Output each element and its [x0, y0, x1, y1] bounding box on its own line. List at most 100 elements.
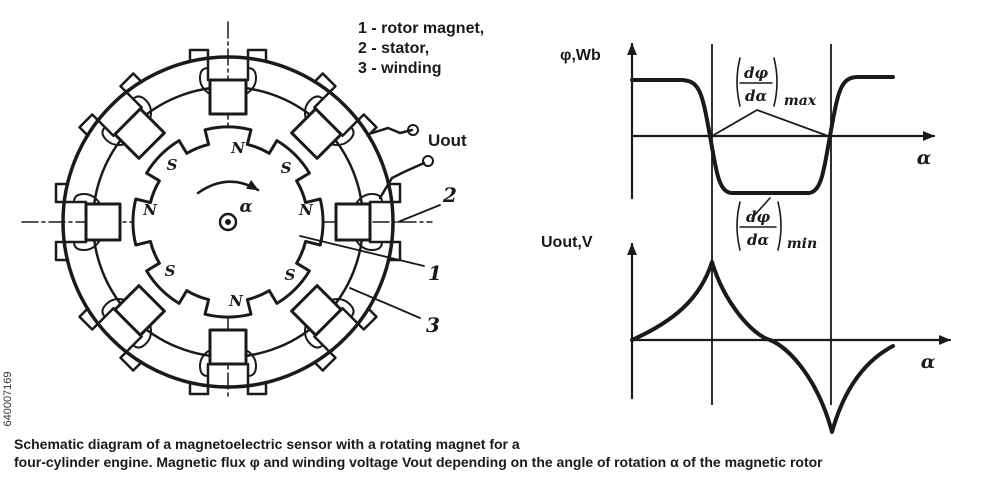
stator-pole-right — [334, 182, 402, 262]
winding-wire-right — [132, 95, 153, 120]
winding-wire-left — [245, 349, 257, 377]
winding-coil — [208, 328, 248, 366]
pole-core-left — [54, 240, 88, 262]
flux-max-denominator: dα — [745, 87, 767, 105]
flux-min-bracket-left — [736, 201, 741, 251]
winding-wire-left — [132, 324, 153, 349]
winding-wire-right — [101, 297, 126, 318]
winding-coil — [290, 107, 343, 160]
pole-core-left — [341, 307, 378, 331]
flux-curve — [630, 75, 895, 195]
rotation-arrow — [196, 180, 260, 195]
callout-number-2: 2 — [442, 183, 457, 207]
flux-max-bracket-right — [773, 57, 778, 107]
callout-line-2 — [397, 204, 441, 223]
winding-wire-right — [245, 67, 257, 95]
flux-min-pointer — [751, 197, 771, 219]
voltage-curve — [630, 260, 895, 434]
guide-lines — [711, 44, 832, 405]
output-lead-lower — [378, 161, 426, 200]
winding-wire-left — [73, 239, 101, 251]
pole-core-left — [188, 48, 210, 82]
winding-wire-left — [101, 126, 126, 147]
legend-item-rotor-magnet: 1 - rotor magnet, — [358, 20, 485, 37]
pole-label-left: N — [142, 201, 158, 219]
winding-wire-right — [355, 239, 383, 251]
winding-wire-right — [73, 193, 101, 205]
output-terminal-lower — [422, 155, 434, 167]
winding-wire-right — [330, 126, 355, 147]
pole-core-left — [368, 182, 402, 204]
pole-core-left — [246, 362, 268, 396]
flux-min-bracket-right — [777, 201, 782, 251]
pole-core-right — [341, 113, 378, 137]
stator-pole-bottom-left — [78, 284, 166, 372]
pole-label-top-left: S — [167, 156, 178, 174]
pole-core-right — [188, 362, 210, 396]
winding-coil — [290, 284, 343, 337]
winding-coil — [113, 107, 166, 160]
winding-coil — [208, 78, 248, 116]
flux-y-axis-label: φ,Wb — [560, 47, 601, 64]
winding-wire-left — [199, 67, 211, 95]
callout-number-1: 1 — [428, 261, 442, 285]
caption-line-2: four-cylinder engine. Magnetic flux φ an… — [14, 454, 823, 470]
voltage-graph — [627, 242, 952, 434]
pole-label-top-right: S — [281, 159, 292, 177]
stator-pole-left — [54, 182, 122, 262]
flux-min-subscript: min — [787, 236, 817, 252]
callout-line-3 — [349, 287, 421, 319]
stator-poles — [54, 48, 402, 396]
output-terminal-upper — [407, 124, 419, 136]
rotor-shaft — [218, 212, 238, 232]
sensor-schematic — [21, 21, 441, 399]
winding-wire-left — [303, 95, 324, 120]
output-voltage-label: Uout — [428, 131, 467, 150]
pole-core-right — [54, 182, 88, 204]
flux-min-numerator: dφ — [746, 208, 770, 226]
flux-max-numerator: dφ — [744, 64, 768, 82]
pole-core-left — [78, 113, 115, 137]
pole-core-left — [313, 72, 337, 109]
flux-x-axis-label: α — [917, 147, 932, 169]
voltage-y-axis-label: Uout,V — [541, 234, 593, 251]
flux-max-slope-pointers — [711, 109, 829, 137]
flux-min-denominator: dα — [747, 231, 769, 249]
caption-line-1: Schematic diagram of a magnetoelectric s… — [14, 436, 520, 452]
winding-coil — [334, 202, 372, 242]
winding-coil — [84, 202, 122, 242]
image-id: 640007169 — [2, 371, 14, 427]
pole-core-right — [78, 307, 115, 331]
pole-labels: N S N S N S N S α — [142, 139, 314, 310]
rotor-shaft-center — [225, 219, 231, 225]
pole-core-right — [313, 335, 337, 372]
callout-line-1 — [299, 235, 425, 267]
voltage-x-axis-label: α — [921, 351, 936, 373]
stator-pole-top — [188, 48, 268, 116]
flux-graph — [627, 42, 936, 251]
stator-pole-top-left — [78, 72, 166, 160]
output-lead-upper — [370, 126, 414, 135]
flux-max-subscript: max — [784, 93, 817, 109]
flux-max-bracket-left — [736, 57, 741, 107]
pole-label-right: N — [298, 201, 314, 219]
pole-label-bottom: N — [228, 292, 244, 310]
stator-pole-bottom — [188, 328, 268, 396]
pole-core-right — [246, 48, 268, 82]
stator-pole-bottom-right — [290, 284, 378, 372]
winding-wire-right — [303, 324, 324, 349]
legend-item-winding: 3 - winding — [358, 60, 442, 77]
pole-core-right — [119, 72, 143, 109]
pole-core-right — [368, 240, 402, 262]
callout-number-3: 3 — [426, 313, 440, 337]
pole-label-bottom-left: S — [165, 262, 176, 280]
pole-label-top: N — [230, 139, 246, 157]
pole-core-left — [119, 335, 143, 372]
rotation-angle-label: α — [239, 197, 252, 217]
legend-item-stator: 2 - stator, — [358, 40, 430, 57]
winding-wire-right — [199, 349, 211, 377]
stator-pole-top-right — [290, 72, 378, 160]
pole-label-bottom-right: S — [285, 266, 296, 284]
winding-wire-left — [330, 297, 355, 318]
